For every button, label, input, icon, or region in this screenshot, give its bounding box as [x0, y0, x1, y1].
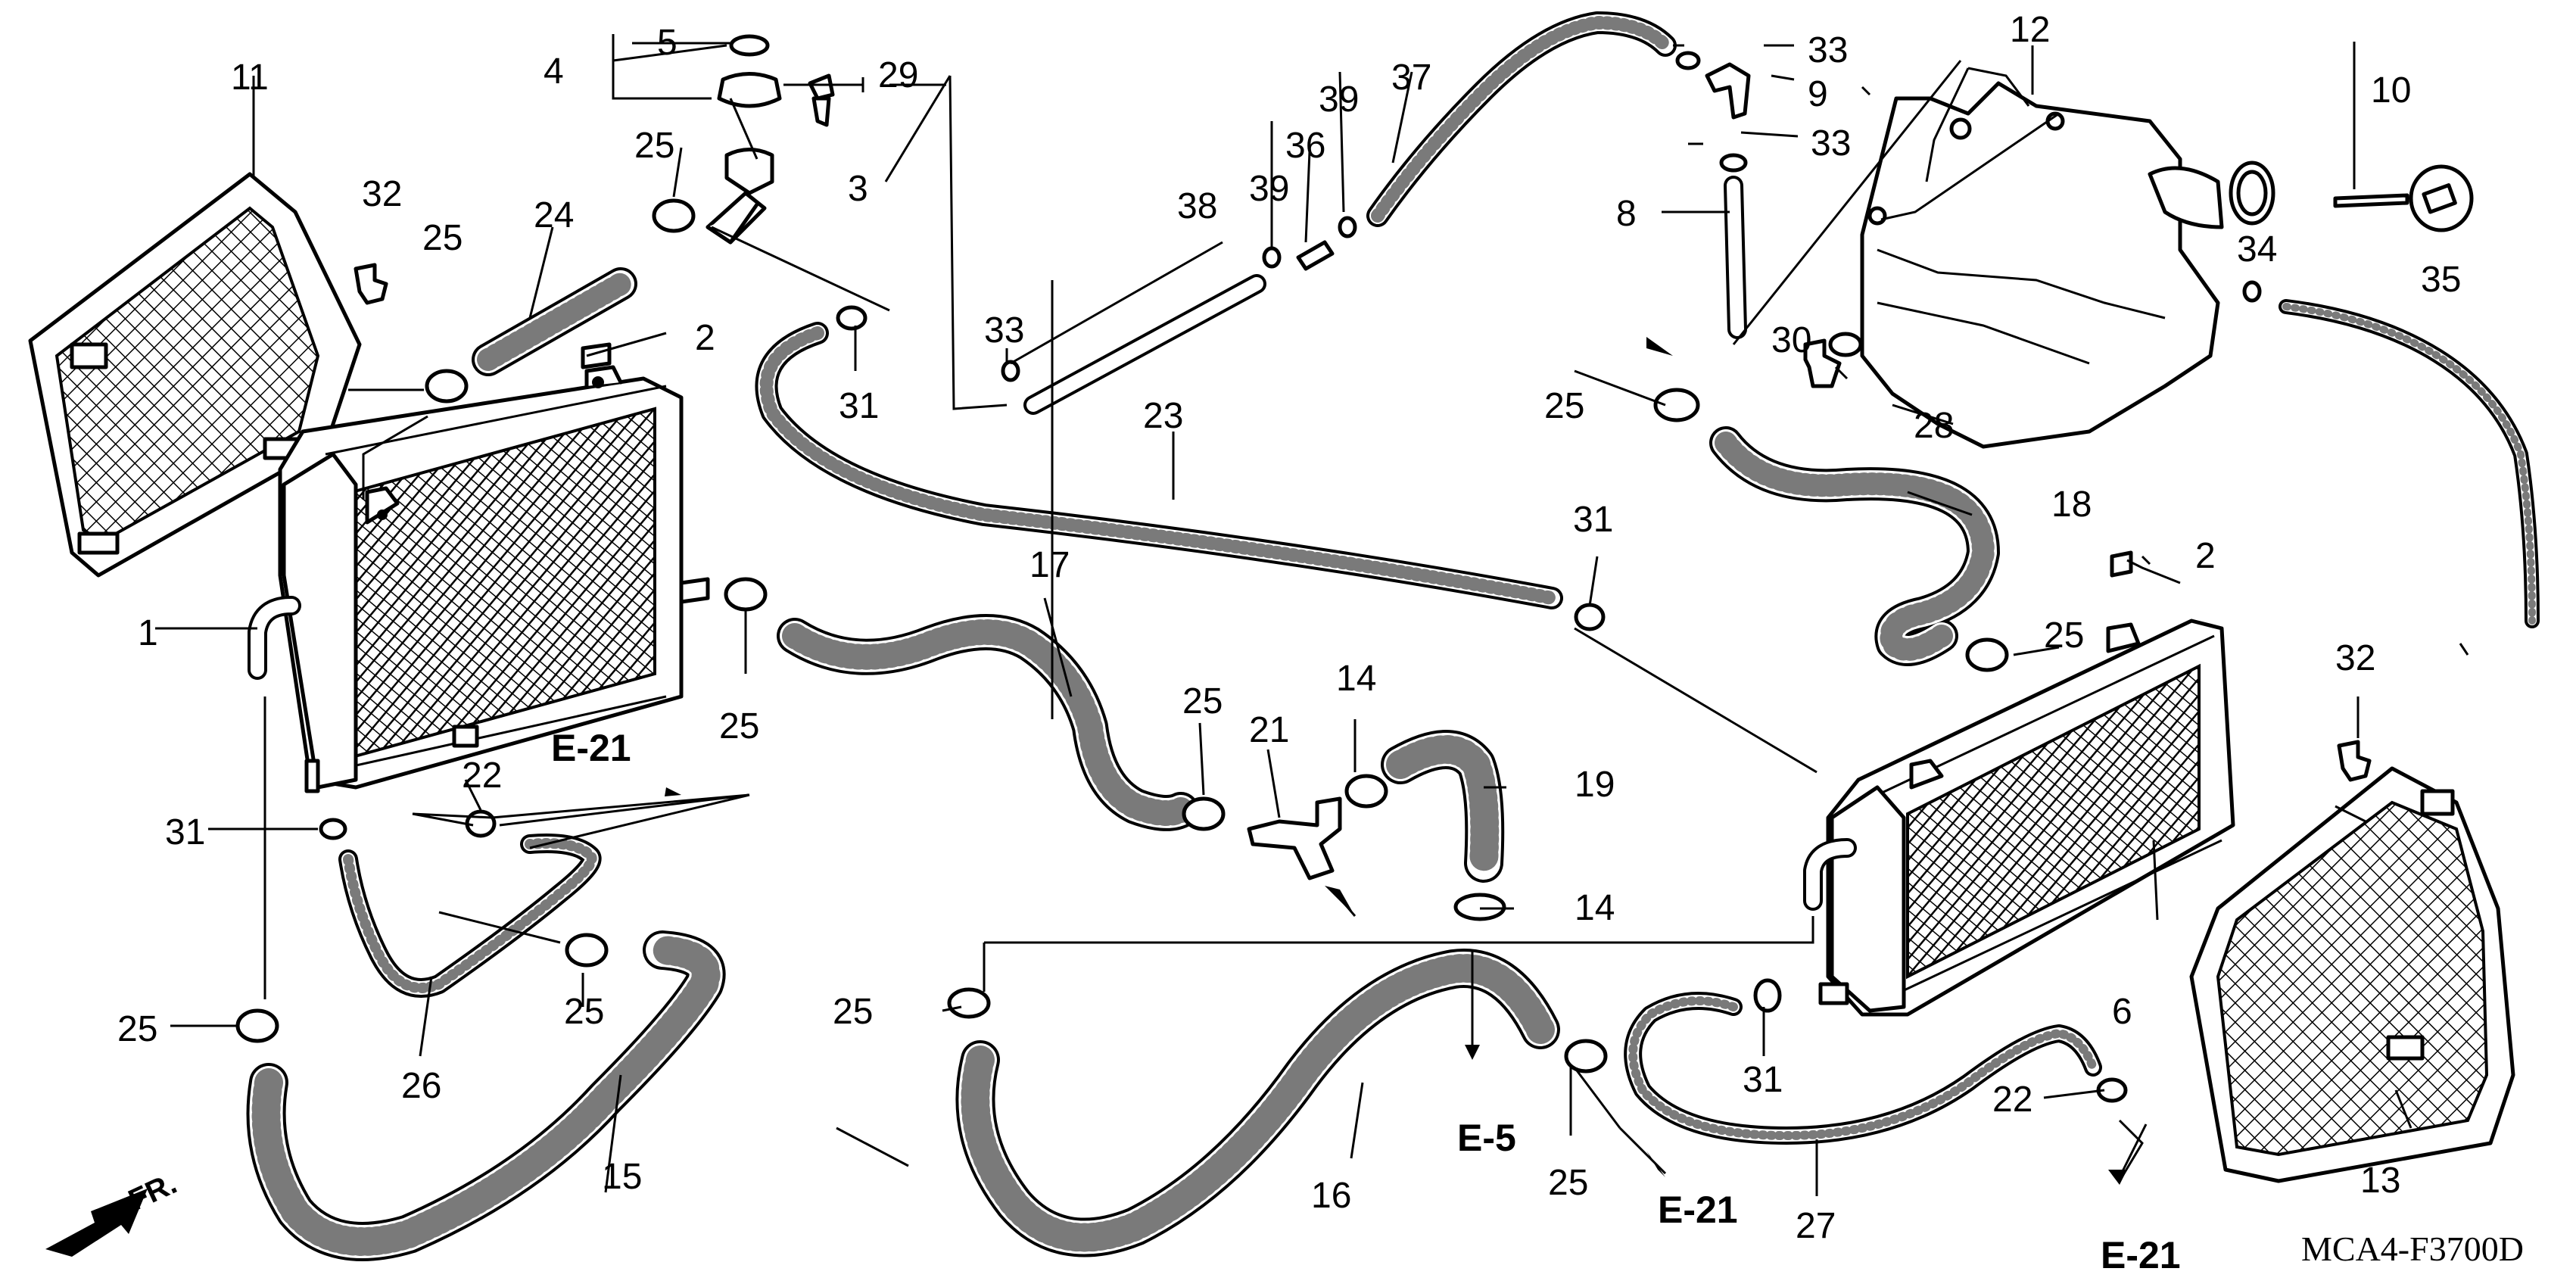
callout-25-h: 25: [1548, 1163, 1588, 1203]
callout-21: 21: [1249, 710, 1289, 750]
ref-e21-bottom-right: E-21: [2101, 1234, 2181, 1276]
callout-13: 13: [2360, 1161, 2400, 1201]
callout-2-b: 2: [2195, 536, 2216, 576]
callout-numbers: 5 4 29 3 25 24 11 32 25 2 31 1 25 22 31 …: [117, 10, 2461, 1246]
callout-8: 8: [1616, 194, 1637, 234]
callout-25-i: 25: [2044, 615, 2084, 656]
callout-14-b: 14: [1575, 888, 1615, 928]
callout-25-e: 25: [564, 992, 604, 1032]
callout-25-d: 25: [117, 1009, 157, 1049]
callout-31-a: 31: [839, 386, 879, 426]
callout-25-j: 25: [1544, 386, 1584, 426]
callout-30: 30: [1771, 320, 1811, 360]
hose-16: [955, 949, 1560, 1257]
hose-26: [338, 834, 602, 998]
callout-38: 38: [1177, 186, 1217, 226]
diagram-code: MCA4-F3700D: [2301, 1229, 2524, 1268]
callout-34: 34: [2237, 229, 2277, 270]
callout-2-a: 2: [695, 318, 715, 358]
callout-16: 16: [1311, 1176, 1351, 1216]
callout-12: 12: [2010, 10, 2050, 50]
tube-8: [1724, 176, 1747, 339]
callout-25-g: 25: [833, 992, 873, 1032]
callout-24: 24: [534, 195, 574, 235]
callout-37: 37: [1391, 58, 1431, 98]
callout-31-d: 31: [1573, 500, 1613, 540]
fittings: [354, 62, 2372, 880]
callout-17: 17: [1029, 545, 1070, 585]
callout-14-a: 14: [1336, 659, 1376, 699]
callout-25-c: 25: [719, 706, 759, 746]
ref-e5: E-5: [1457, 1117, 1516, 1159]
right-radiator-guard: [2189, 766, 2515, 1183]
hose-27: [1624, 992, 2102, 1145]
hose-35: [2279, 299, 2540, 628]
hose-15: [246, 930, 726, 1261]
ref-e21-top: E-21: [551, 727, 631, 769]
callout-33-c: 33: [1808, 30, 1848, 70]
callout-32-b: 32: [2335, 638, 2375, 678]
hose-23: [755, 322, 1563, 609]
callout-33-a: 33: [984, 310, 1024, 351]
right-radiator: [1803, 619, 2235, 1017]
callout-22-b: 22: [1992, 1080, 2032, 1120]
reserve-tank-cap: [2333, 164, 2474, 232]
callout-1: 1: [138, 613, 158, 653]
callout-33-b: 33: [1811, 123, 1851, 164]
clamps: [235, 51, 2262, 1103]
arrows: [665, 337, 2127, 1185]
left-radiator: [248, 365, 710, 793]
callout-18: 18: [2051, 485, 2092, 525]
callout-10: 10: [2371, 70, 2411, 111]
hose-38: [1023, 274, 1266, 415]
callout-35: 35: [2421, 260, 2461, 300]
callout-36: 36: [1285, 126, 1325, 166]
callout-39-a: 39: [1249, 169, 1289, 209]
hose-37: [1366, 11, 1677, 227]
callout-9: 9: [1808, 74, 1828, 114]
callout-31-c: 31: [1743, 1060, 1783, 1100]
callout-22-a: 22: [462, 756, 502, 796]
hoses: [246, 11, 2540, 1261]
callout-19: 19: [1575, 765, 1615, 805]
reserve-tank: [1860, 81, 2275, 449]
callout-29: 29: [878, 55, 918, 95]
callout-4: 4: [544, 51, 564, 92]
callout-25-b: 25: [422, 218, 463, 258]
hose-19: [1381, 730, 1505, 883]
hose-17: [777, 614, 1199, 831]
callout-25-f: 25: [1182, 681, 1223, 721]
callout-31-b: 31: [165, 812, 205, 852]
front-direction-arrow: FR.: [45, 1167, 182, 1257]
callout-23: 23: [1143, 396, 1183, 436]
callout-15: 15: [602, 1157, 642, 1197]
callout-6: 6: [2112, 992, 2132, 1032]
hose-24: [472, 267, 637, 376]
callout-25-a: 25: [634, 126, 674, 166]
reference-labels: E-21 E-5 E-21 E-21 MCA4-F3700D: [551, 727, 2524, 1276]
callout-3: 3: [848, 169, 868, 209]
callout-5: 5: [657, 23, 677, 63]
ref-e21-bottom-mid: E-21: [1658, 1189, 1738, 1231]
callout-28: 28: [1914, 406, 1954, 446]
leader-lines: [155, 34, 2469, 1196]
callout-26: 26: [401, 1066, 441, 1106]
callout-32-a: 32: [362, 174, 402, 214]
radiator-cap-assembly: [706, 34, 835, 245]
callout-39-b: 39: [1319, 79, 1359, 120]
callout-11: 11: [231, 58, 269, 98]
hose-18: [1709, 426, 2000, 666]
callout-27: 27: [1796, 1206, 1836, 1246]
